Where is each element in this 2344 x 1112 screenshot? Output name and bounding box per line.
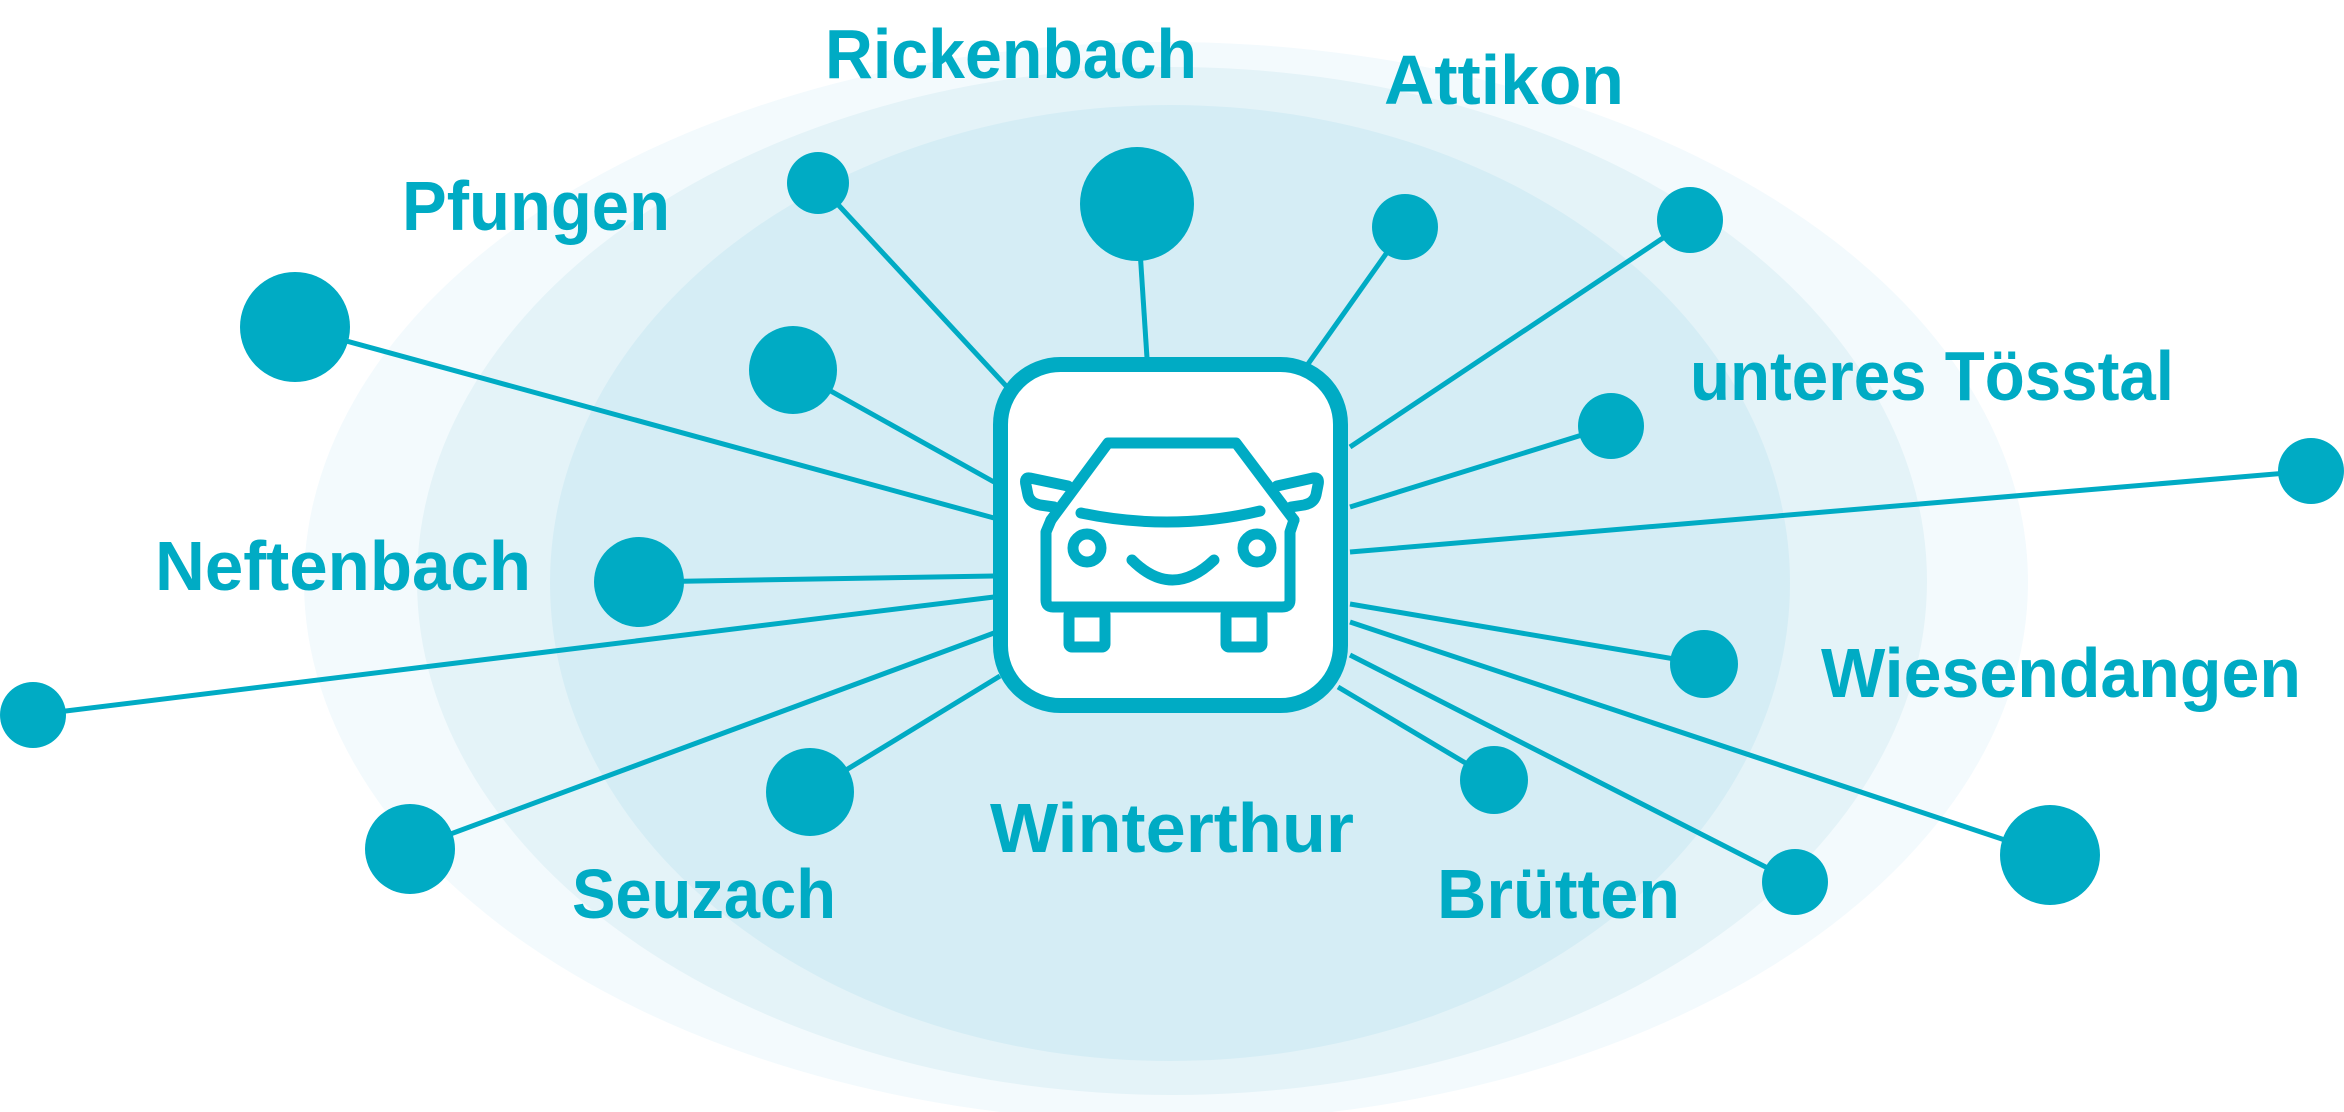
location-node	[1578, 393, 1644, 459]
car-left-wheel	[1063, 606, 1111, 653]
location-label-rickenbach: Rickenbach	[825, 15, 1197, 93]
location-node	[1670, 630, 1738, 698]
car-icon	[1020, 437, 1324, 653]
location-node	[2000, 805, 2100, 905]
location-node	[1460, 746, 1528, 814]
connection-line	[1348, 217, 1692, 450]
car-roof-outline	[1045, 437, 1300, 526]
location-label-attikon: Attikon	[1384, 41, 1624, 119]
connection-line	[1348, 652, 1797, 885]
location-node	[594, 537, 684, 627]
car-body-outline	[1040, 514, 1300, 613]
location-node	[1762, 849, 1828, 915]
location-nodes	[0, 147, 2344, 915]
location-node	[0, 682, 66, 748]
center-car-badge	[993, 357, 1348, 713]
car-right-mirror	[1271, 472, 1324, 513]
location-node	[1372, 194, 1438, 260]
connection-line	[816, 181, 1010, 390]
location-node	[240, 272, 350, 382]
location-label-seuzach: Seuzach	[572, 855, 836, 933]
car-smile	[1126, 554, 1220, 586]
car-hood-line	[1075, 505, 1266, 528]
connection-line	[409, 630, 995, 852]
car-left-mirror	[1020, 472, 1074, 513]
connection-line	[1349, 601, 1705, 667]
location-label-unteres-tösstal: unteres Tösstal	[1690, 337, 2174, 415]
location-label-pfungen: Pfungen	[402, 167, 670, 245]
location-node	[749, 326, 837, 414]
car-left-eye	[1067, 528, 1107, 568]
connection-line	[1349, 423, 1612, 510]
connection-line	[1349, 619, 2051, 858]
connection-line	[294, 324, 995, 521]
location-node	[365, 804, 455, 894]
connection-line	[638, 573, 995, 585]
location-label-neftenbach: Neftenbach	[155, 527, 531, 605]
location-node	[1657, 187, 1723, 253]
location-label-brütten: Brütten	[1437, 855, 1680, 933]
location-node	[1080, 147, 1194, 261]
location-node	[766, 748, 854, 836]
location-label-wiesendangen: Wiesendangen	[1821, 634, 2301, 712]
location-label-winterthur: Winterthur	[990, 789, 1354, 867]
connection-lines	[32, 181, 2312, 885]
location-node	[787, 152, 849, 214]
car-right-wheel	[1220, 606, 1268, 653]
location-node	[2278, 438, 2344, 504]
car-right-eye	[1237, 528, 1277, 568]
center-box-frame	[993, 357, 1348, 713]
connection-line	[1349, 468, 2312, 555]
connection-line	[32, 594, 995, 718]
